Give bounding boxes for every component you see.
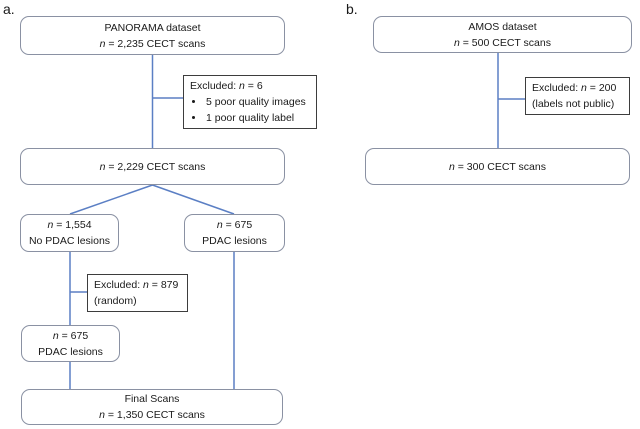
- box-text-line: n = 500 CECT scans: [454, 36, 551, 49]
- panel-b-label: b.: [346, 1, 358, 17]
- box-no-pdac-lesions: n = 1,554 No PDAC lesions: [20, 214, 119, 252]
- bullet-item: 5 poor quality images: [205, 94, 310, 110]
- box-text-line: AMOS dataset: [468, 20, 537, 33]
- box-text-line: Excluded: n = 200: [532, 82, 617, 94]
- box-text-line: PDAC lesions: [202, 235, 267, 247]
- box-text-line: n = 675: [216, 219, 253, 231]
- box-text-line: n = 1,350 CECT scans: [99, 409, 205, 421]
- box-text-line: n = 2,229 CECT scans: [99, 160, 206, 173]
- bullet-item: 1 poor quality label: [205, 110, 310, 126]
- box-excluded-labels-not-public: Excluded: n = 200 (labels not public): [525, 77, 630, 115]
- box-excluded-poor-quality: Excluded: n = 6 5 poor quality images 1 …: [183, 75, 317, 129]
- box-text-line: n = 675: [52, 329, 89, 342]
- box-text-line: Final Scans: [124, 393, 180, 405]
- box-text-line: (labels not public): [532, 98, 615, 110]
- box-text-line: No PDAC lesions: [28, 235, 111, 247]
- box-text-line: n = 300 CECT scans: [449, 160, 546, 173]
- box-text-line: (random): [94, 295, 137, 307]
- box-excluded-random: Excluded: n = 879 (random): [87, 274, 188, 312]
- panel-a-label: a.: [3, 1, 15, 17]
- connector-line: [69, 184, 153, 215]
- box-panorama-dataset: PANORAMA dataset n = 2,235 CECT scans: [20, 16, 285, 55]
- box-text-line: n = 1,554: [47, 219, 92, 231]
- connector-line: [152, 184, 235, 215]
- box-text-line: PANORAMA dataset: [104, 21, 201, 34]
- box-scans-300: n = 300 CECT scans: [365, 148, 630, 185]
- box-pdac-lesions: n = 675 PDAC lesions: [184, 214, 285, 252]
- box-scans-2229: n = 2,229 CECT scans: [20, 148, 285, 185]
- box-text-line: PDAC lesions: [38, 345, 103, 358]
- box-text-line: Excluded: n = 879: [94, 279, 179, 291]
- box-final-scans: Final Scans n = 1,350 CECT scans: [21, 389, 283, 425]
- excluded-title: Excluded: n = 6: [190, 80, 263, 92]
- box-text-line: n = 2,235 CECT scans: [99, 37, 206, 50]
- box-pdac-lesions-sampled: n = 675 PDAC lesions: [21, 325, 120, 362]
- box-amos-dataset: AMOS dataset n = 500 CECT scans: [373, 16, 632, 53]
- excluded-bullet-list: 5 poor quality images 1 poor quality lab…: [190, 94, 310, 126]
